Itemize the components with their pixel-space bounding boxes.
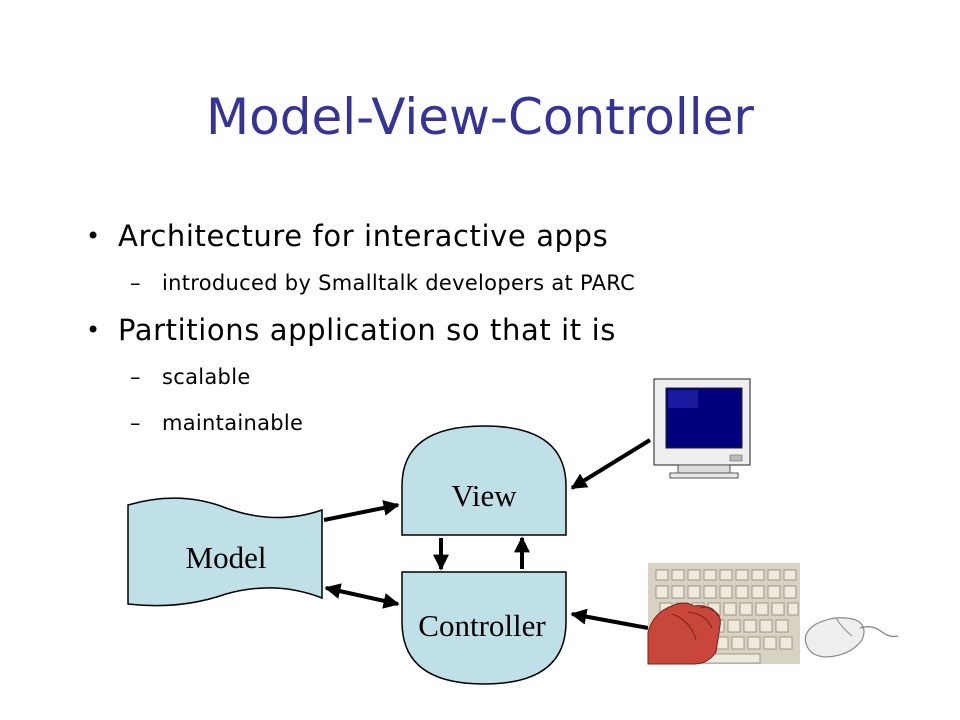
dash-marker: – xyxy=(130,271,141,295)
model-box: Model xyxy=(127,497,323,607)
dash-marker: – xyxy=(130,365,141,389)
view-box: View xyxy=(401,425,567,536)
bullet-partitions: Partitions application so that it is xyxy=(86,306,946,354)
controller-label: Controller xyxy=(418,608,546,643)
mouse-icon xyxy=(804,617,899,658)
bullet-list: Architecture for interactive apps – intr… xyxy=(86,212,946,446)
model-controller-arrow xyxy=(324,583,400,609)
keyboard-to-controller-arrow xyxy=(570,608,649,630)
sub-bullet-scalable: – scalable xyxy=(86,354,946,400)
monitor-icon xyxy=(653,378,751,479)
view-monitor-arrow xyxy=(570,438,652,490)
keyboard-icon xyxy=(647,563,800,665)
view-label: View xyxy=(451,478,517,513)
sub-bullet-text: scalable xyxy=(162,365,251,389)
sub-bullet-text: maintainable xyxy=(162,411,304,435)
model-label: Model xyxy=(186,540,267,575)
sub-bullet-text: introduced by Smalltalk developers at PA… xyxy=(162,271,636,295)
hand-icon xyxy=(647,602,721,665)
bullet-architecture: Architecture for interactive apps xyxy=(86,212,946,260)
dash-marker: – xyxy=(130,411,141,435)
sub-bullet-smalltalk: – introduced by Smalltalk developers at … xyxy=(86,260,946,306)
slide-title: Model-View-Controller xyxy=(206,88,754,146)
sub-bullet-maintainable: – maintainable xyxy=(86,400,946,446)
model-to-view-arrow xyxy=(323,500,400,522)
controller-box: Controller xyxy=(401,571,567,685)
